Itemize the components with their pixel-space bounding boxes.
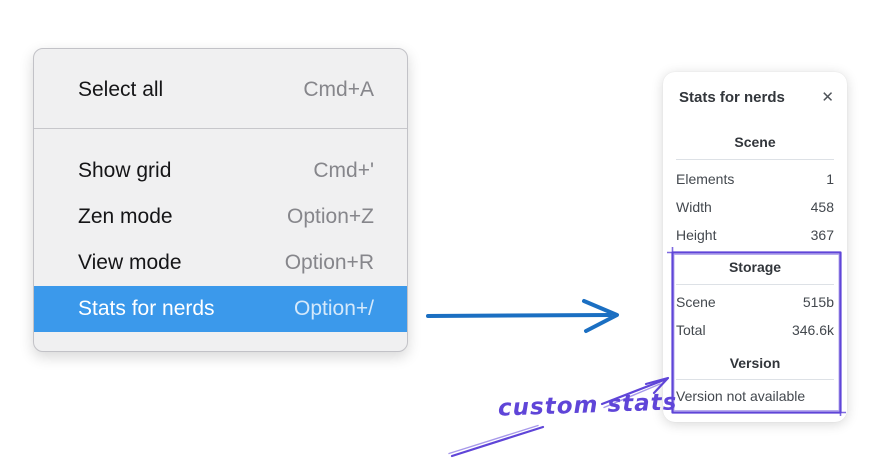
annotation-label: custom stats bbox=[497, 389, 678, 422]
section-divider bbox=[676, 159, 834, 160]
stats-panel-title: Stats for nerds bbox=[679, 88, 785, 106]
menu-item-zen-mode[interactable]: Zen mode Option+Z bbox=[34, 194, 407, 240]
menu-item-shortcut: Option+R bbox=[284, 251, 374, 274]
menu-item-label: Zen mode bbox=[78, 205, 173, 228]
section-header-version: Version bbox=[729, 355, 781, 371]
stats-panel-titlebar: Stats for nerds ✕ bbox=[663, 72, 847, 106]
stat-value: 515b bbox=[802, 294, 834, 310]
menu-item-label: View mode bbox=[78, 251, 182, 274]
section-header-storage: Storage bbox=[728, 259, 782, 275]
stats-panel: Stats for nerds ✕ Scene Elements 1 Width… bbox=[663, 72, 847, 422]
stat-label: Total bbox=[676, 322, 706, 338]
scene-rows: Elements 1 Width 458 Height 367 bbox=[663, 165, 847, 249]
menu-item-shortcut: Option+Z bbox=[287, 205, 374, 228]
version-note: Version not available bbox=[676, 388, 806, 404]
menu-item-shortcut: Cmd+' bbox=[313, 159, 374, 182]
section-divider bbox=[676, 284, 834, 285]
menu-item-select-all[interactable]: Select all Cmd+A bbox=[34, 67, 407, 113]
menu-item-label: Show grid bbox=[78, 159, 172, 182]
stat-label: Scene bbox=[676, 294, 716, 310]
stat-row-height: Height 367 bbox=[663, 221, 847, 249]
close-icon[interactable]: ✕ bbox=[821, 87, 834, 106]
flow-arrow bbox=[426, 299, 619, 333]
context-menu: Select all Cmd+A Show grid Cmd+' Zen mod… bbox=[33, 48, 408, 352]
section-header-scene: Scene bbox=[734, 134, 776, 150]
menu-item-show-grid[interactable]: Show grid Cmd+' bbox=[34, 148, 407, 194]
storage-rows: Scene 515b Total 346.6k bbox=[663, 288, 847, 344]
menu-item-shortcut: Cmd+A bbox=[303, 78, 374, 101]
menu-divider bbox=[34, 128, 407, 129]
stat-label: Width bbox=[676, 199, 712, 215]
stat-label: Height bbox=[676, 227, 717, 243]
menu-item-label: Select all bbox=[78, 78, 164, 101]
section-divider bbox=[676, 379, 834, 380]
annotation-line bbox=[448, 424, 545, 458]
menu-item-stats-for-nerds[interactable]: Stats for nerds Option+/ bbox=[34, 286, 407, 332]
stat-value: 346.6k bbox=[791, 322, 834, 338]
stat-row-scene-storage: Scene 515b bbox=[663, 288, 847, 316]
stat-row-total-storage: Total 346.6k bbox=[663, 316, 847, 344]
stat-row-elements: Elements 1 bbox=[663, 165, 847, 193]
stat-value: 458 bbox=[810, 199, 834, 215]
menu-item-label: Stats for nerds bbox=[78, 297, 215, 320]
stat-value: 1 bbox=[826, 171, 834, 187]
menu-item-shortcut: Option+/ bbox=[294, 297, 374, 320]
stat-value: 367 bbox=[810, 227, 834, 243]
stat-label: Elements bbox=[676, 171, 735, 187]
menu-item-view-mode[interactable]: View mode Option+R bbox=[34, 240, 407, 286]
stat-row-width: Width 458 bbox=[663, 193, 847, 221]
